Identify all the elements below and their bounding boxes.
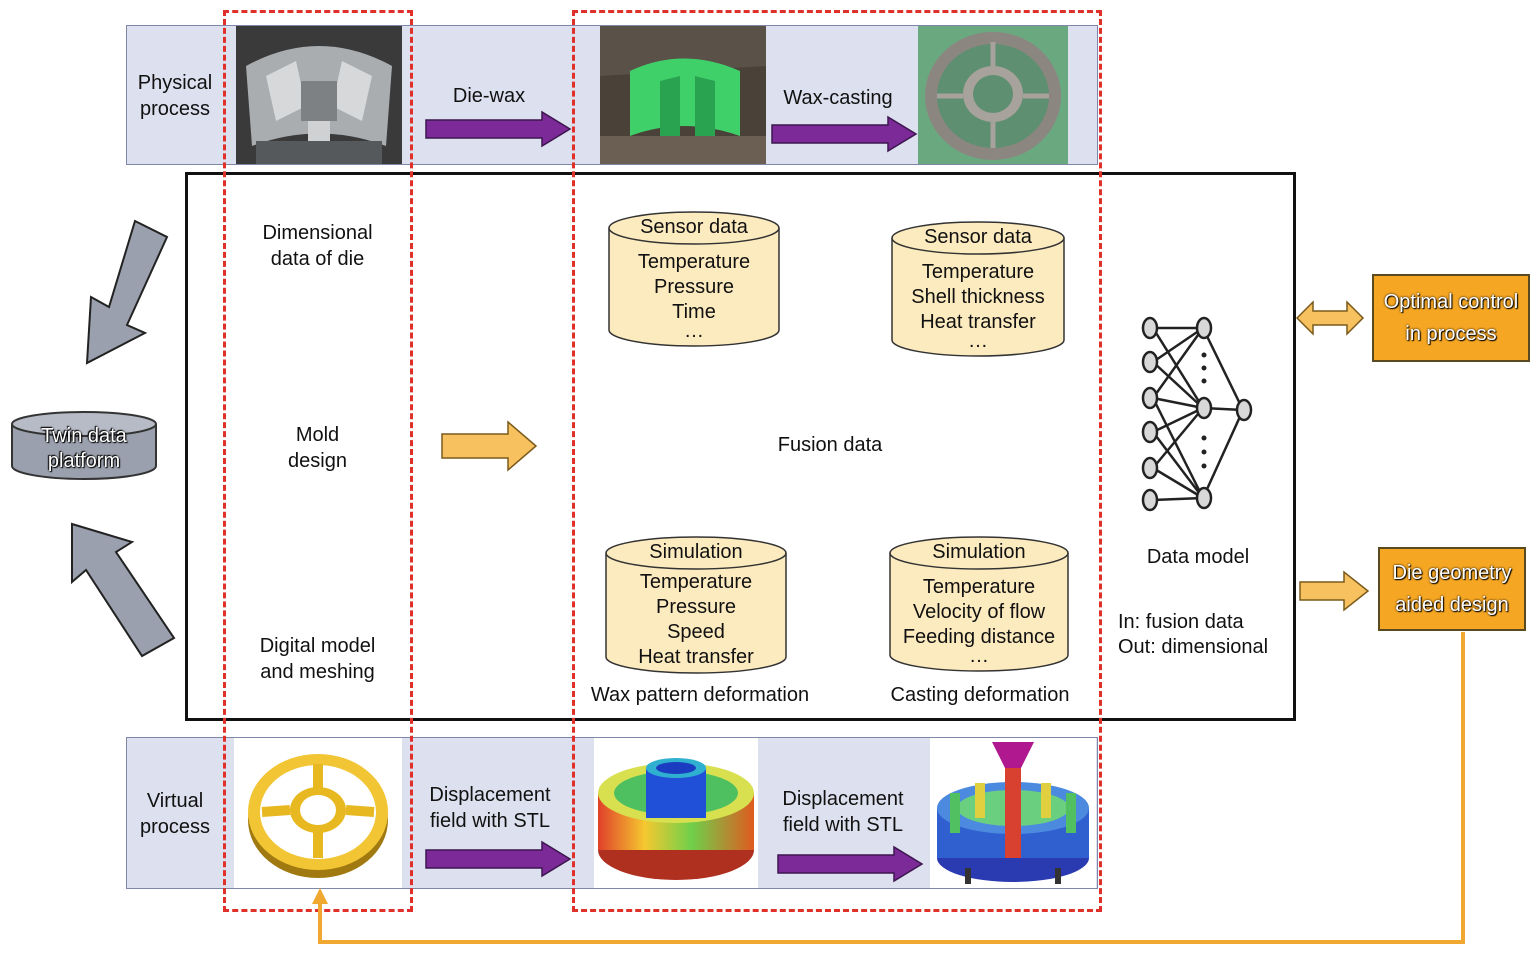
cyl4-line1: Temperature (922, 576, 1036, 598)
to-die-geometry-arrow (1299, 570, 1370, 612)
die-photo (236, 26, 402, 164)
wax-casting-label: Wax-casting (783, 87, 893, 109)
twin-platform-label: Twin data platform (10, 424, 158, 474)
dimensional-line2: data of die (270, 248, 365, 270)
cyl4-line4: … (969, 645, 989, 667)
die-geometry-line2: aided design (1395, 594, 1509, 616)
cyl1-line2: Pressure (653, 276, 735, 298)
optimal-line2: in process (1405, 323, 1497, 345)
cyl1-text: Sensor data Temperature Pressure Time … (607, 215, 781, 342)
simulation-cylinder-1 (605, 536, 787, 674)
cyl2-text: Sensor data Temperature Shell thickness … (890, 225, 1066, 352)
virtual-arrow2-line2: field with STL (782, 814, 904, 836)
digital-line2: and meshing (260, 661, 375, 683)
neural-network-icon (1141, 316, 1253, 512)
twin-platform-cylinder (11, 411, 157, 480)
mold-line2: design (288, 450, 347, 472)
grey-arrow-up (71, 522, 176, 658)
cyl2-title: Sensor data (924, 226, 1032, 248)
optimal-line1: Optimal control (1383, 291, 1519, 313)
casting-simulation-image (930, 738, 1096, 888)
wax-die-photo (600, 26, 766, 164)
cyl1-line4: … (684, 320, 704, 342)
virtual-arrow2-line1: Displacement (782, 788, 904, 810)
casting-photo (918, 26, 1068, 164)
cyl2-line1: Temperature (921, 261, 1035, 283)
simulation-cylinder-2 (889, 536, 1069, 672)
fusion-data-label: Fusion data (777, 434, 883, 456)
die-wax-arrow (425, 110, 572, 148)
optimal-control-box: Optimal control in process (1372, 274, 1530, 362)
wax-casting-arrow (771, 115, 918, 153)
data-model-output: Out: dimensional (1118, 636, 1269, 658)
cyl2-line2: Shell thickness (911, 286, 1045, 308)
cyl1-line3: Time (672, 301, 716, 323)
dimensional-line1: Dimensional (262, 222, 373, 244)
twin-line2: platform (47, 450, 121, 472)
cyl3-line3: Speed (667, 621, 725, 643)
wax-displacement-image (594, 738, 758, 888)
die-geometry-line1: Die geometry (1392, 562, 1512, 584)
cyl3-title: Simulation (649, 541, 743, 563)
data-model-title: Data model (1146, 546, 1250, 568)
dimensional-data-label: Dimensional data of die (240, 220, 395, 272)
physical-label-line2: process (139, 98, 211, 120)
wax-casting-dashed-region (572, 10, 1102, 912)
virtual-arrow1-line2: field with STL (429, 810, 551, 832)
double-arrow-icon (1295, 300, 1365, 336)
mold-design-label: Mold design (240, 422, 395, 474)
grey-arrow-down (85, 219, 169, 365)
sensor-data-cylinder-1 (608, 211, 780, 347)
virtual-arrow-2 (777, 845, 924, 883)
cyl4-line2: Velocity of flow (912, 601, 1046, 623)
cyl3-text: Simulation Temperature Pressure Speed He… (604, 540, 788, 670)
virtual-process-label: Virtual process (128, 788, 222, 840)
digital-line1: Digital model (259, 635, 376, 657)
to-fusion-arrow (441, 420, 538, 472)
die-wax-label: Die-wax (452, 85, 526, 107)
virtual-arrow2-label: Displacement field with STL (768, 786, 918, 838)
digital-model-label: Digital model and meshing (240, 633, 395, 685)
cyl4-text: Simulation Temperature Velocity of flow … (888, 540, 1070, 667)
cyl3-line4: Heat transfer (638, 646, 754, 668)
virtual-label-line2: process (139, 816, 211, 838)
cyl4-title: Simulation (932, 541, 1026, 563)
virtual-label-line1: Virtual (146, 790, 204, 812)
casting-deformation-caption: Casting deformation (890, 684, 1070, 706)
virtual-model-image (234, 738, 402, 888)
data-model-input: In: fusion data (1118, 611, 1244, 633)
virtual-arrow1-label: Displacement field with STL (415, 782, 565, 834)
cyl1-line1: Temperature (637, 251, 751, 273)
virtual-arrow1-line1: Displacement (429, 784, 551, 806)
mold-line1: Mold (295, 424, 340, 446)
feedback-line (312, 632, 1465, 944)
sensor-data-cylinder-2 (891, 221, 1065, 357)
cyl4-line3: Feeding distance (902, 626, 1056, 648)
physical-process-label: Physical process (128, 70, 222, 122)
cyl3-line2: Pressure (655, 596, 737, 618)
cyl1-title: Sensor data (640, 216, 748, 238)
cyl2-line3: Heat transfer (920, 311, 1036, 333)
twin-line1: Twin data (41, 425, 127, 447)
die-geometry-box: Die geometry aided design (1378, 547, 1526, 631)
virtual-arrow-1 (425, 840, 572, 878)
cyl3-line1: Temperature (639, 571, 753, 593)
physical-label-line1: Physical (137, 72, 213, 94)
wax-pattern-caption: Wax pattern deformation (590, 684, 810, 706)
cyl2-line4: … (968, 330, 988, 352)
